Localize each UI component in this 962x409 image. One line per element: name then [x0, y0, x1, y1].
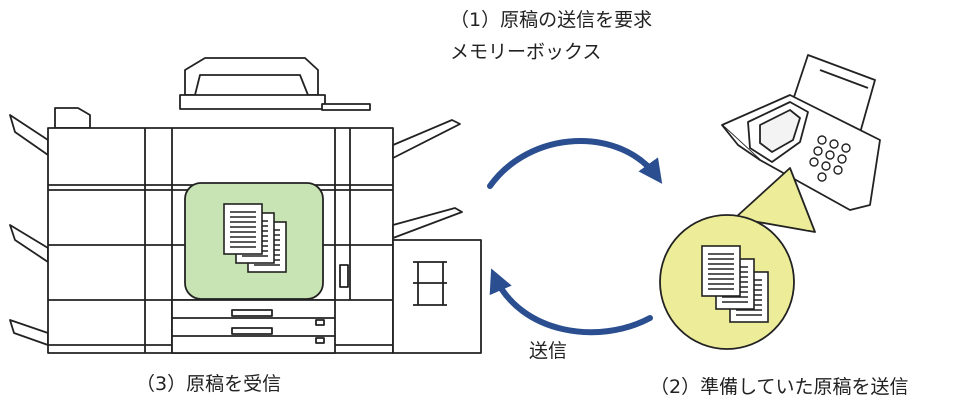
- request-label-line2: メモリーボックス: [450, 41, 602, 63]
- send-label: （2）準備していた原稿を送信: [650, 376, 909, 398]
- send-arrow: [489, 268, 653, 336]
- request-label-line1: （1）原稿の送信を要求: [450, 9, 653, 31]
- request-arrow: [487, 137, 663, 189]
- receive-label: （3）原稿を受信: [136, 373, 282, 395]
- fax-machine-icon: [721, 54, 881, 211]
- transmit-label: 送信: [529, 340, 568, 362]
